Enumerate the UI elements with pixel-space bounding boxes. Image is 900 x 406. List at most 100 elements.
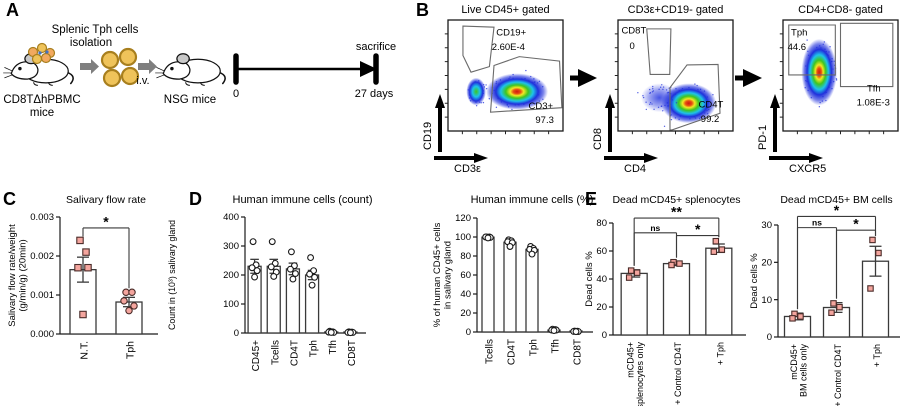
data-point: [867, 285, 874, 292]
y-tick-label: 40: [460, 289, 471, 300]
gate-name-label: CD8T: [621, 25, 646, 36]
data-point: [875, 249, 882, 257]
data-points: [504, 236, 516, 250]
data-point: [130, 302, 138, 310]
data-point: [287, 248, 295, 256]
significance-label: *: [834, 202, 840, 218]
x-category-label: Tfh: [551, 339, 562, 353]
y-axis-label: Salivary flow rate/weight: [7, 224, 18, 327]
y-tick-label: 0: [602, 330, 607, 341]
gate-name-label: Tfh: [867, 84, 881, 95]
significance-label: ns: [812, 218, 822, 228]
data-point: [308, 281, 316, 289]
data-point: [79, 310, 87, 319]
x-category-label: mCD45+: [625, 342, 635, 378]
bar-Tph: [525, 248, 539, 333]
y-tick-label: 0: [767, 332, 772, 343]
tph-cell-cluster-icon: [27, 42, 56, 65]
data-point: [572, 328, 580, 336]
data-point: [789, 315, 796, 322]
x-category-label: Tcells: [270, 340, 281, 365]
y-axis-label: (g/min/g) (20min): [18, 239, 29, 311]
data-points: [120, 288, 138, 315]
data-point: [253, 267, 261, 275]
x-category-label: Tph: [125, 341, 137, 359]
data-point: [828, 309, 835, 316]
data-point: [710, 248, 718, 255]
x-axis-arrow-icon: [809, 153, 823, 163]
x-category-label: mCD45+: [789, 344, 799, 380]
x-category-label: CD8T: [573, 339, 584, 365]
significance-label: *: [853, 216, 859, 232]
data-point: [668, 261, 675, 269]
panel-c-label: C: [3, 189, 16, 209]
y-tick-label: 30: [761, 220, 772, 231]
data-points: [867, 236, 882, 292]
flow-plot-0: Live CD45+ gatedCD19+2.60E-4CD3+97.3CD19…: [422, 4, 564, 175]
y-tick-label: 0.000: [30, 329, 54, 340]
data-point: [797, 313, 804, 320]
data-point: [248, 264, 256, 272]
data-point: [676, 260, 683, 267]
iv-label: i.v.: [136, 75, 149, 87]
data-point: [74, 263, 82, 272]
data-point: [125, 306, 133, 315]
gate-value-label: 97.3: [535, 115, 554, 126]
y-axis-label: Count in (10³) salivary gland: [167, 220, 177, 330]
donor-mouse-label-line2: mice: [30, 107, 54, 119]
x-category-label: + Tph: [872, 344, 882, 367]
chart-title: Human immune cells (count): [233, 194, 373, 206]
data-point: [484, 234, 492, 242]
y-tick-label: 200: [223, 270, 239, 281]
significance-label: *: [103, 213, 109, 229]
gate-name-label: Tph: [791, 28, 807, 39]
data-point: [306, 270, 314, 278]
data-point: [550, 327, 558, 335]
y-tick-label: 10: [761, 295, 772, 306]
significance-bracket: [633, 232, 678, 266]
x-category-label: Tcells: [485, 339, 496, 364]
y-axis-arrow-icon: [770, 94, 780, 108]
significance-label: ns: [650, 223, 660, 233]
human-immune-cells-percent-chart: Human immune cells (%)% of human CD45+ c…: [432, 194, 594, 365]
gate-name-label: CD19+: [496, 28, 526, 39]
data-point: [122, 288, 130, 297]
data-point: [327, 328, 335, 336]
gate-CD4T: [669, 63, 721, 131]
data-point: [251, 273, 259, 281]
x-axis-arrow-icon: [644, 153, 658, 163]
data-points: [248, 238, 261, 281]
flow-plot-title: CD4+CD8- gated: [798, 4, 883, 16]
data-point: [268, 238, 276, 246]
data-points: [789, 310, 804, 322]
gate-value-label: 1.08E-3: [857, 97, 890, 108]
timeline: 0 27 days sacrifice: [233, 41, 396, 100]
panel-e-label: E: [585, 189, 598, 209]
chart-title: Human immune cells (%): [471, 194, 594, 206]
y-axis-label: Dead cells %: [584, 251, 595, 307]
human-immune-cells-count-chart: Human immune cells (count) Count in (10³)…: [167, 194, 373, 371]
x-category-label: Tph: [529, 339, 540, 356]
x-category-label: Tph: [309, 340, 320, 357]
gate-CD8T: [646, 28, 672, 75]
y-tick-label: 300: [223, 241, 239, 252]
y-axis-arrow-icon: [435, 94, 445, 108]
y-tick-label: 0.002: [30, 251, 54, 262]
timeline-end-label: 27 days: [355, 88, 394, 100]
gate-value-label: 44.6: [788, 42, 807, 53]
significance-bracket: [82, 227, 130, 289]
y-tick-label: 0.003: [30, 212, 54, 223]
y-axis-label: Dead cells %: [749, 253, 760, 309]
panel-b-label: B: [416, 0, 429, 20]
flow-plot-title: CD3ε+CD19- gated: [628, 4, 724, 16]
data-points: [570, 327, 582, 336]
y-tick-label: 20: [596, 302, 607, 313]
data-points: [482, 233, 494, 242]
data-points: [828, 300, 843, 316]
